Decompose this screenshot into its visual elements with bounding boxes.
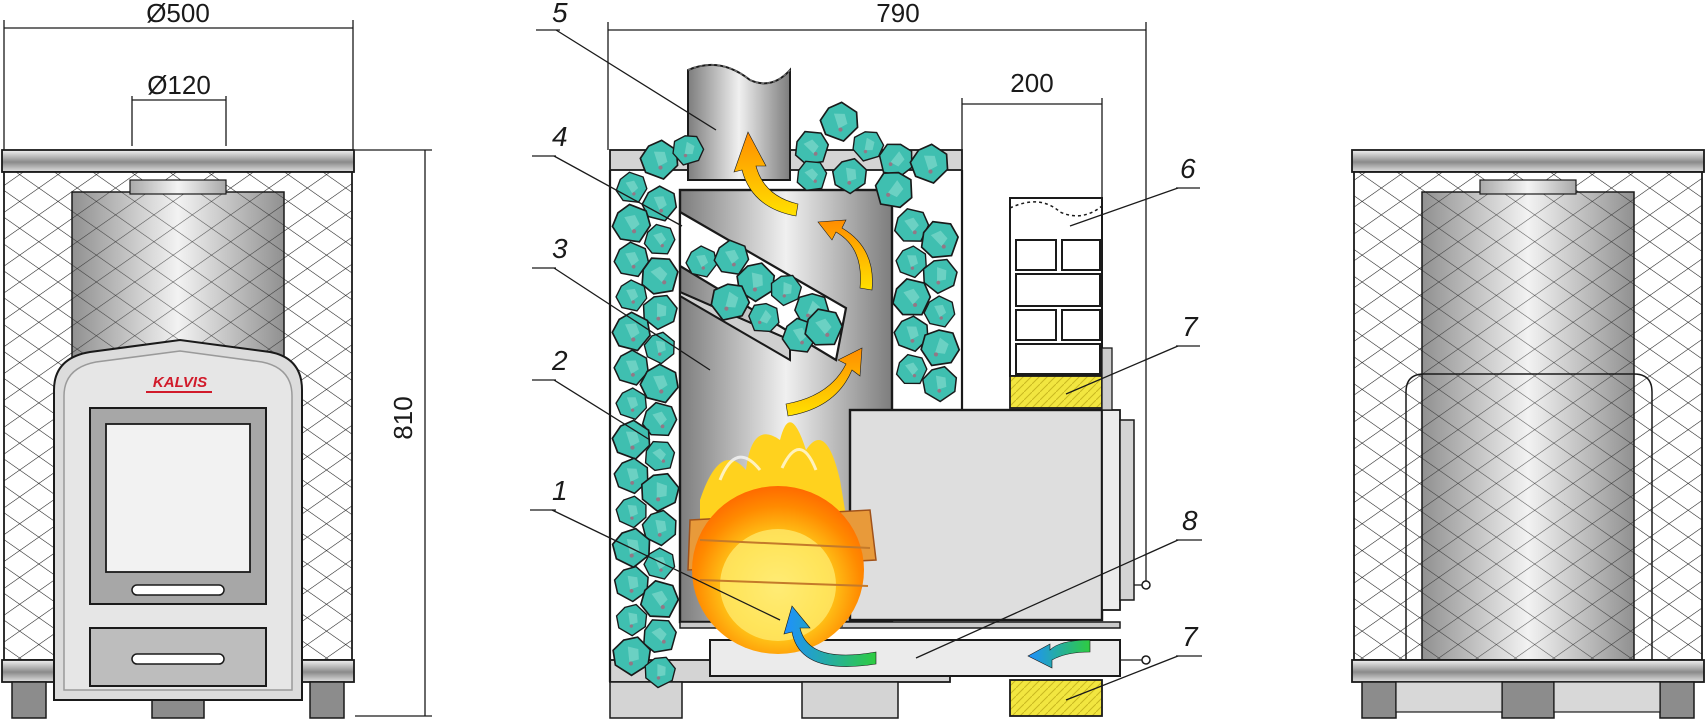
flame-icon bbox=[687, 422, 877, 654]
stone-icon bbox=[794, 130, 830, 166]
ash-drawer-handle bbox=[131, 653, 225, 665]
dim-depth: 790 bbox=[876, 0, 919, 28]
rear-view bbox=[1351, 149, 1705, 719]
callout-7-top: 7 bbox=[1182, 311, 1199, 342]
stone-icon bbox=[644, 440, 676, 472]
callout-2: 2 bbox=[551, 345, 568, 376]
callout-7-bottom: 7 bbox=[1182, 621, 1199, 652]
section-view: 790 200 bbox=[530, 0, 1202, 719]
callout-4: 4 bbox=[552, 121, 568, 152]
callout-6: 6 bbox=[1180, 153, 1196, 184]
dim-height: 810 bbox=[388, 396, 418, 439]
callout-3: 3 bbox=[552, 233, 568, 264]
callout-1: 1 bbox=[552, 475, 568, 506]
stone-icon bbox=[904, 138, 956, 190]
hot-air-arrow-icon bbox=[733, 131, 873, 417]
callouts bbox=[530, 29, 1202, 701]
brick-icon bbox=[1015, 239, 1101, 375]
stone-icon bbox=[873, 169, 915, 211]
callout-8: 8 bbox=[1182, 505, 1198, 536]
cold-air-arrow-icon bbox=[783, 605, 1091, 669]
dim-flue-diameter: Ø120 bbox=[147, 70, 211, 100]
callout-5: 5 bbox=[552, 0, 568, 28]
dim-tunnel: 200 bbox=[1010, 68, 1053, 98]
brand-logo: KALVIS bbox=[153, 374, 207, 391]
stone-icon bbox=[641, 257, 679, 295]
door-handle bbox=[131, 584, 225, 596]
dim-outer-diameter: Ø500 bbox=[146, 0, 210, 28]
front-view: Ø500 Ø120 810 KALVIS bbox=[1, 0, 432, 719]
